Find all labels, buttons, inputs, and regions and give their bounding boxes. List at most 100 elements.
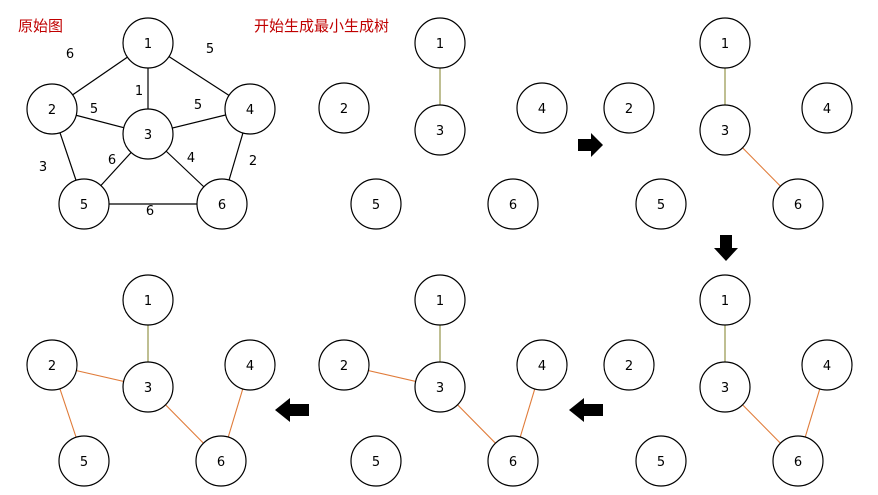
step1-node-6: 6	[487, 178, 539, 230]
node-circle	[772, 178, 824, 230]
step5-node-6: 6	[195, 435, 247, 487]
node-circle	[487, 435, 539, 487]
node-label: 3	[721, 381, 729, 396]
arrow-down-icon	[714, 235, 738, 261]
step3-node-5: 5	[635, 435, 687, 487]
edge-weight-2-5: 3	[39, 160, 47, 175]
node-label: 1	[436, 37, 444, 52]
step1-node-3: 3	[414, 104, 466, 156]
step4-node-5: 5	[350, 435, 402, 487]
edge-weight-5-6: 6	[146, 204, 154, 219]
step4-node-2: 2	[318, 339, 370, 391]
original-node-2: 2	[26, 83, 78, 135]
node-label: 6	[218, 198, 226, 213]
edge-weight-3-5: 6	[108, 153, 116, 168]
step5-node-5: 5	[58, 435, 110, 487]
step2-node-3: 3	[699, 104, 751, 156]
node-circle	[122, 274, 174, 326]
node-label: 3	[721, 124, 729, 139]
node-label: 2	[48, 359, 56, 374]
node-circle	[414, 274, 466, 326]
step2-node-4: 4	[801, 82, 853, 134]
node-label: 6	[794, 198, 802, 213]
node-label: 5	[657, 198, 665, 213]
caption-original-graph: 原始图	[18, 17, 64, 35]
node-label: 6	[794, 455, 802, 470]
node-circle	[414, 104, 466, 156]
node-label: 5	[372, 455, 380, 470]
step4-node-6: 6	[487, 435, 539, 487]
node-circle	[699, 361, 751, 413]
node-circle	[699, 17, 751, 69]
arrow-left-icon	[569, 398, 603, 422]
edge-weight-1-2: 6	[66, 47, 74, 62]
node-circle	[224, 339, 276, 391]
original-node-5: 5	[58, 178, 110, 230]
node-label: 2	[340, 102, 348, 117]
node-circle	[58, 178, 110, 230]
node-circle	[487, 178, 539, 230]
edge-weight-3-6: 4	[187, 151, 195, 166]
node-label: 4	[538, 102, 546, 117]
node-circle	[414, 17, 466, 69]
step3-node-4: 4	[801, 339, 853, 391]
node-circle	[801, 82, 853, 134]
node-label: 3	[144, 128, 152, 143]
node-label: 4	[246, 103, 254, 118]
node-label: 4	[538, 359, 546, 374]
step5-node-4: 4	[224, 339, 276, 391]
edge-weight-1-3: 1	[135, 84, 143, 99]
step2-node-5: 5	[635, 178, 687, 230]
node-circle	[318, 82, 370, 134]
node-circle	[26, 339, 78, 391]
original-node-1: 1	[122, 17, 174, 69]
node-circle	[318, 339, 370, 391]
node-circle	[350, 178, 402, 230]
step3-node-6: 6	[772, 435, 824, 487]
node-label: 4	[823, 102, 831, 117]
node-circle	[58, 435, 110, 487]
node-circle	[516, 82, 568, 134]
original-node-3: 3	[122, 108, 174, 160]
node-label: 5	[80, 455, 88, 470]
step5-node-2: 2	[26, 339, 78, 391]
node-circle	[122, 17, 174, 69]
node-circle	[414, 361, 466, 413]
edge-weight-2-3: 5	[90, 102, 98, 117]
node-label: 5	[372, 198, 380, 213]
step1-node-1: 1	[414, 17, 466, 69]
arrow-left-icon	[275, 398, 309, 422]
node-circle	[196, 178, 248, 230]
caption-start-mst: 开始生成最小生成树	[254, 17, 390, 35]
node-label: 2	[625, 102, 633, 117]
step2-node-1: 1	[699, 17, 751, 69]
edge-weight-3-4: 5	[194, 98, 202, 113]
step1-node-2: 2	[318, 82, 370, 134]
node-label: 2	[625, 359, 633, 374]
node-circle	[699, 104, 751, 156]
node-label: 3	[144, 381, 152, 396]
node-label: 1	[144, 37, 152, 52]
node-label: 2	[340, 359, 348, 374]
node-label: 3	[436, 124, 444, 139]
step4-node-3: 3	[414, 361, 466, 413]
node-circle	[224, 83, 276, 135]
node-label: 5	[80, 198, 88, 213]
node-label: 3	[436, 381, 444, 396]
step5-node-3: 3	[122, 361, 174, 413]
step3-node-2: 2	[603, 339, 655, 391]
arrows-layer	[275, 133, 738, 422]
node-label: 1	[436, 294, 444, 309]
step4-node-1: 1	[414, 274, 466, 326]
node-circle	[603, 82, 655, 134]
step3-node-3: 3	[699, 361, 751, 413]
node-circle	[195, 435, 247, 487]
node-label: 4	[246, 359, 254, 374]
arrow-right-icon	[578, 133, 603, 157]
node-circle	[122, 361, 174, 413]
node-label: 5	[657, 455, 665, 470]
node-label: 6	[509, 455, 517, 470]
